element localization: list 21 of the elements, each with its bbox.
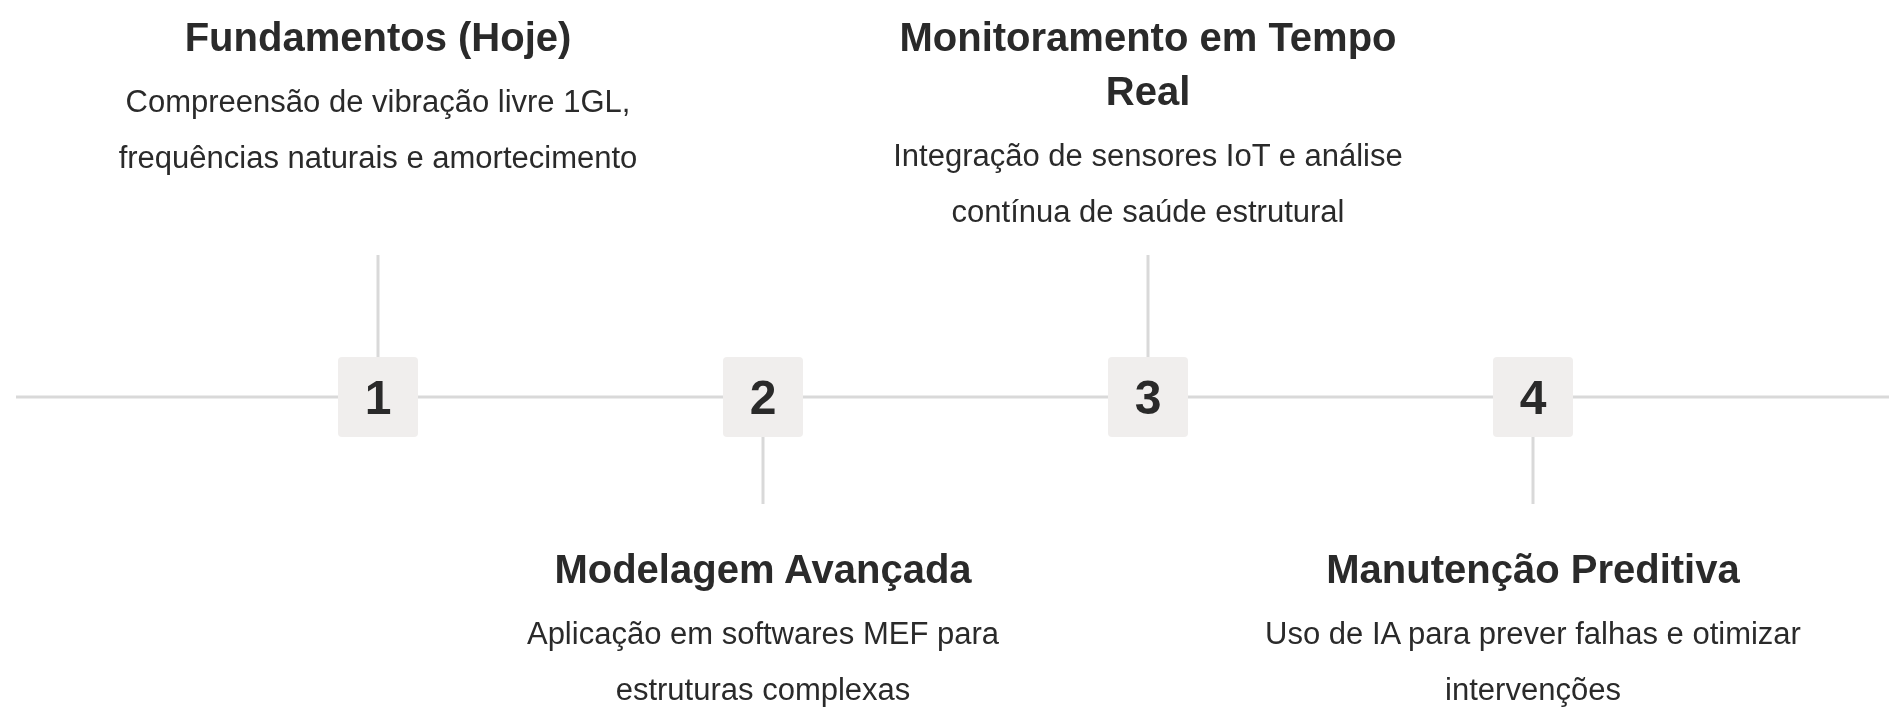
connector-line: [761, 437, 765, 504]
step-number: 4: [1493, 357, 1573, 437]
milestone-title: Monitoramento em Tempo Real: [898, 14, 1398, 115]
step-number: 2: [723, 357, 803, 437]
milestone-description: Uso de IA para prever falhas e otimizar intervenções: [1264, 615, 1802, 709]
connector-line: [1531, 437, 1535, 504]
step-number: 3: [1108, 357, 1188, 437]
milestone-description: Compreensão de vibração livre 1GL, frequências naturais e amortecimento: [117, 83, 639, 177]
connector-line: [376, 255, 380, 357]
milestone-title: Manutenção Preditiva: [1326, 546, 1740, 593]
timeline-line: [803, 395, 1108, 399]
milestone-description: Integração de sensores IoT e análise contínua de saúde estrutural: [892, 137, 1404, 231]
step-number: 1: [338, 357, 418, 437]
timeline-line: [1573, 395, 1889, 399]
timeline-line: [1188, 395, 1493, 399]
milestone-title: Modelagem Avançada: [554, 546, 972, 593]
timeline-line: [418, 395, 723, 399]
milestone-title: Fundamentos (Hoje): [184, 14, 572, 61]
connector-line: [1146, 255, 1150, 357]
milestone-description: Aplicação em softwares MEF para estruturas complexas: [525, 615, 1001, 709]
timeline-line: [16, 395, 338, 399]
